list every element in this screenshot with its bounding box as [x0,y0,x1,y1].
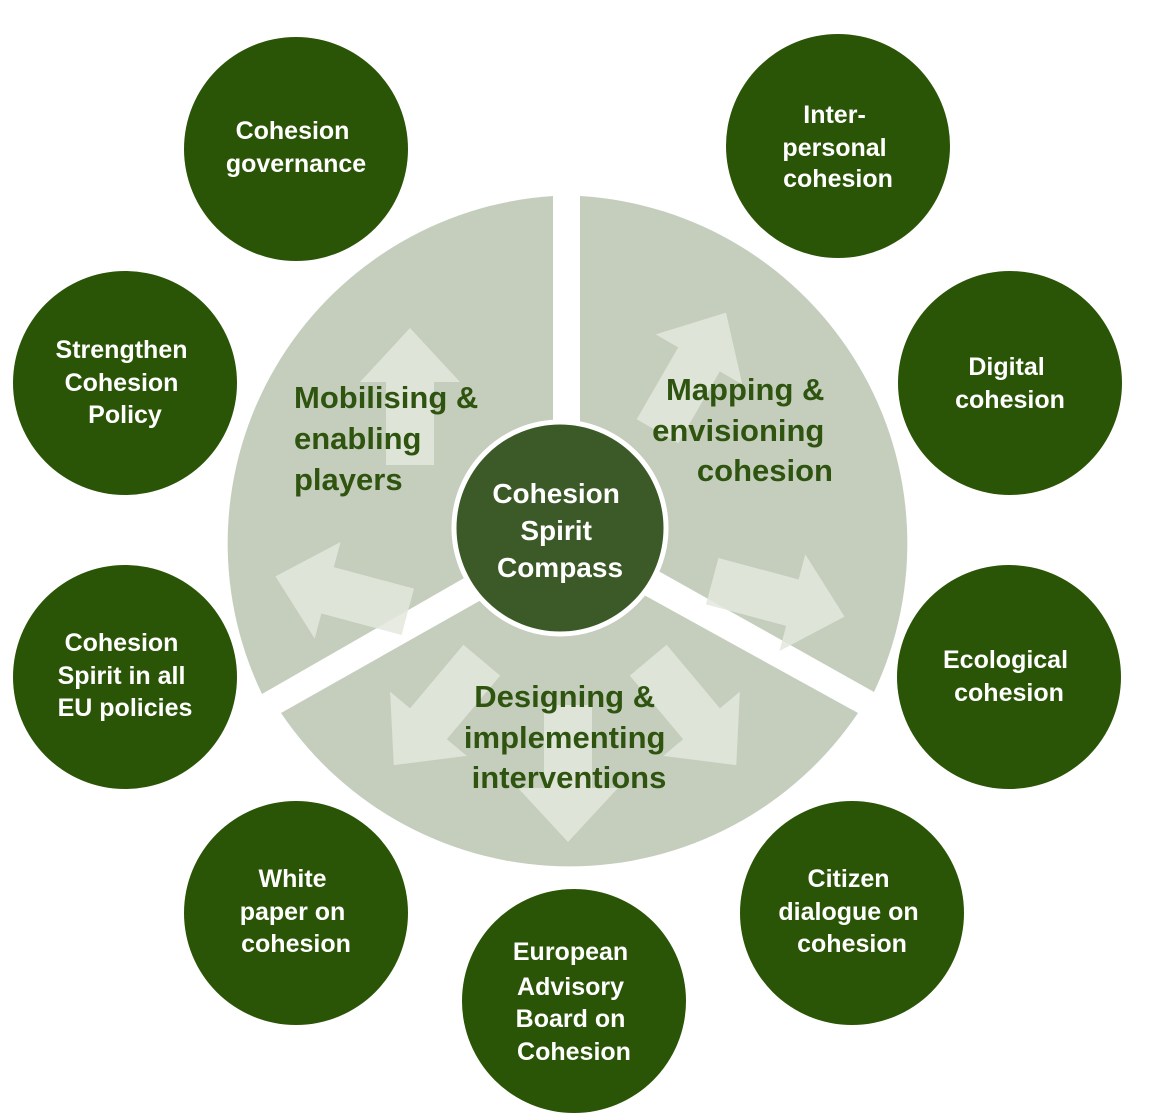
arrow-up-left-icon [360,328,460,465]
center-compass: Cohesion Spirit Compass [451,419,669,637]
outer-circle-digital-cohesion: Digital cohesion [898,271,1122,495]
outer-circle-label: Citizen dialogue on cohesion [778,865,925,958]
outer-circle-white-paper: White paper on cohesion [184,801,408,1025]
outer-circle-spirit-in-eu-policies: Cohesion Spirit in all EU policies [13,565,237,789]
sector-label-mapping: Mapping & envisioning cohesion [652,372,833,488]
outer-circle-background [462,889,686,1113]
outer-circle-background [897,565,1121,789]
outer-circle-background [184,37,408,261]
outer-circle-background [13,271,237,495]
outer-circle-label: Inter- personal cohesion [782,101,893,193]
outer-circle-citizen-dialogue: Citizen dialogue on cohesion [740,801,964,1025]
outer-circle-label: Cohesion Spirit in all EU policies [58,629,193,722]
center-label: Cohesion Spirit Compass [492,478,627,583]
outer-circle-label: Digital cohesion [955,353,1065,414]
outer-circle-label: White paper on cohesion [240,865,353,958]
outer-circle-label: Strengthen Cohesion Policy [56,336,195,429]
outer-circle-background [13,565,237,789]
outer-circle-label: Cohesion governance [226,117,366,178]
outer-circle-background [184,801,408,1025]
outer-circle-interpersonal-cohesion: Inter- personal cohesion [726,34,950,258]
outer-circle-ecological-cohesion: Ecological cohesion [897,565,1121,789]
center-circle [451,419,669,637]
sector-label-mobilising: Mobilising & enabling players [294,380,487,497]
outer-circle-background [898,271,1122,495]
outer-circle-label: European Advisory Board on Cohesion [513,938,635,1066]
outer-circle-strengthen-policy: Strengthen Cohesion Policy [13,271,237,495]
arrow-up-right-icon [636,312,743,444]
outer-circle-background [740,801,964,1025]
arrow-right-icon [706,554,845,651]
arrow-left-icon [275,542,414,639]
direction-arrows [275,312,845,842]
outer-circle-background [726,34,950,258]
arrow-down-left-icon [390,644,501,766]
outer-circle-advisory-board: European Advisory Board on Cohesion [462,889,686,1113]
arrow-down-right-icon [629,644,740,766]
sector-mapping-background [580,196,908,692]
outer-circle-label: Ecological cohesion [943,646,1075,707]
sector-label-designing: Designing & implementing interventions [464,679,674,795]
outer-circle-cohesion-governance: Cohesion governance [184,37,408,261]
arrow-down-icon [518,705,618,842]
